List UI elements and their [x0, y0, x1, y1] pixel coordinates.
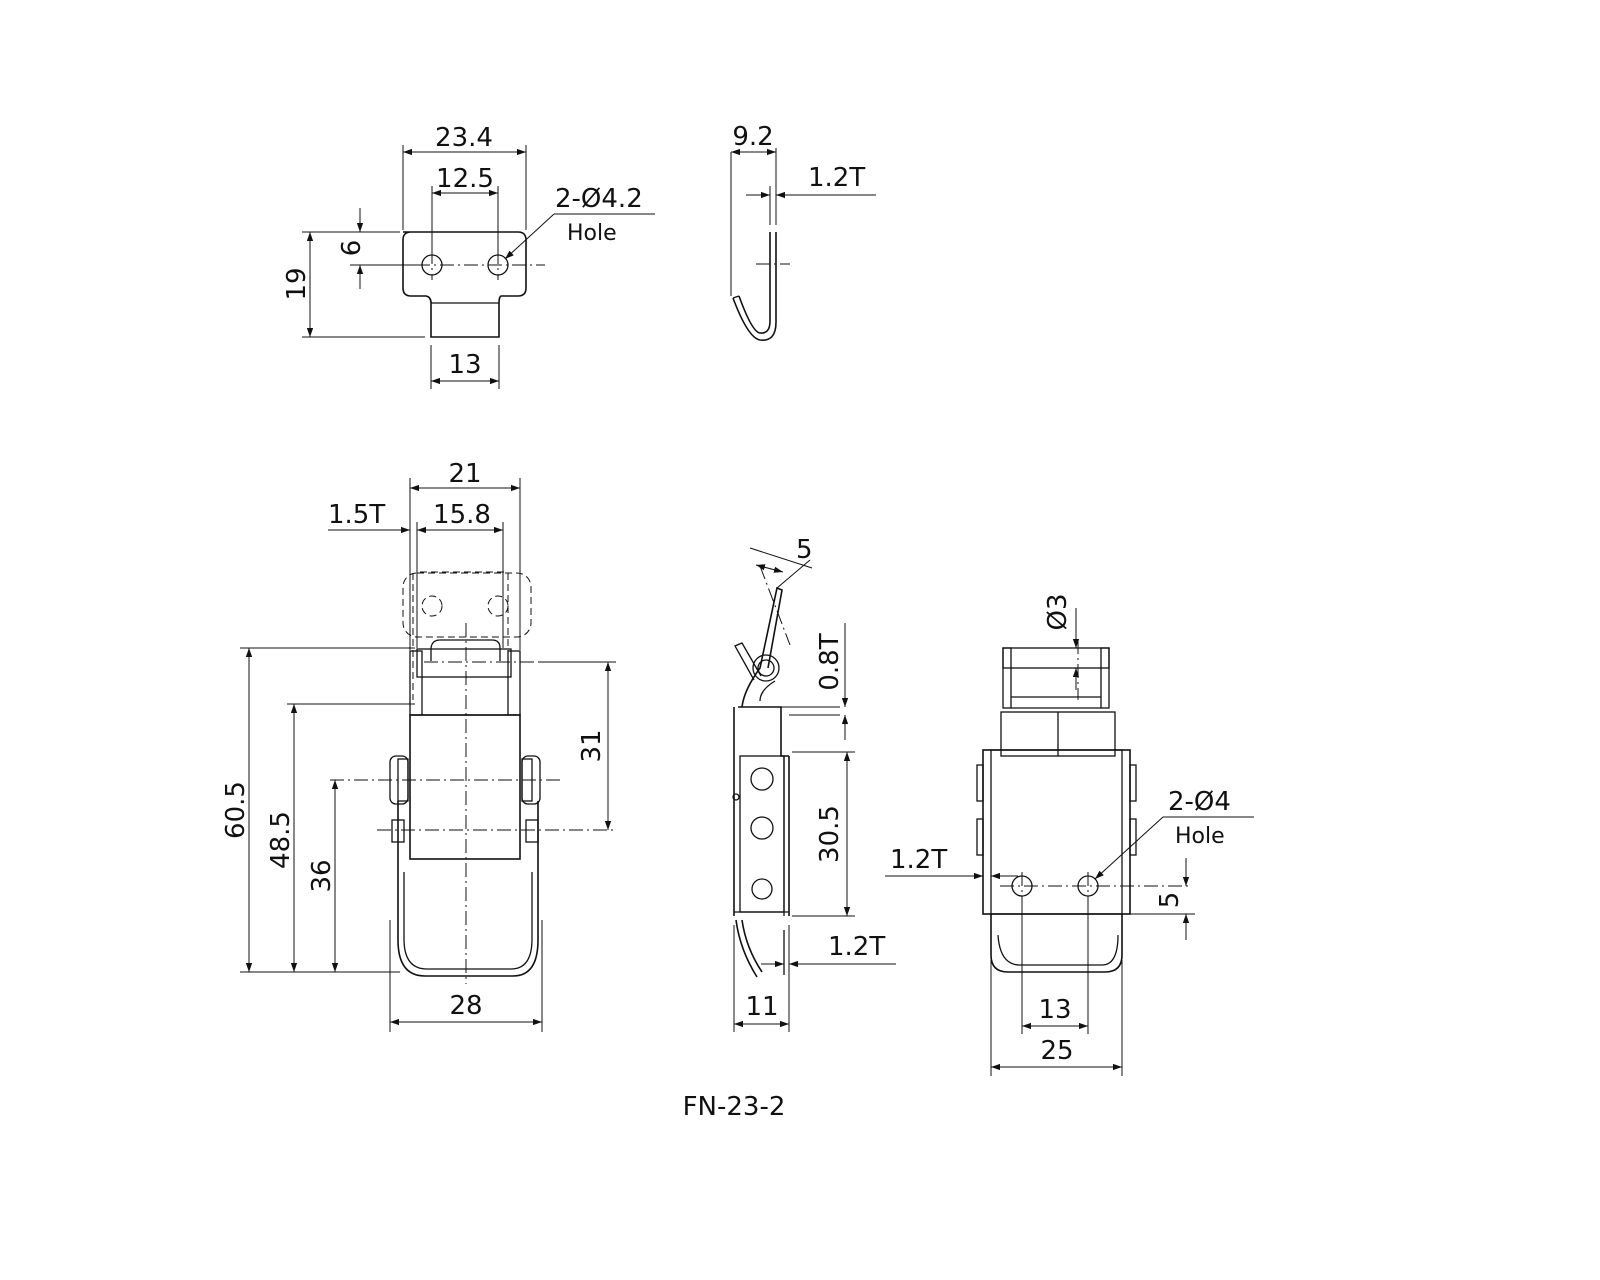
dim-keeper-hole-spacing: 12.5	[436, 164, 494, 194]
dim-front-pivot-to-end: 36	[307, 859, 337, 892]
dim-side-base-thickness: 1.2T	[828, 932, 885, 962]
latch-side-view: 5 0.8T 30.5 1.2T 11	[732, 535, 896, 1032]
dim-keeper-tongue: 13	[448, 350, 481, 380]
dim-side-hook-offset: 5	[796, 535, 813, 565]
dim-back-hole-edge: 5	[1155, 892, 1185, 909]
dim-back-plate-thickness: 1.2T	[890, 845, 947, 875]
front-lever-body	[409, 714, 521, 860]
back-hole-callout: 2-Ø4	[1168, 787, 1231, 817]
dim-front-hinge-to-pivot: 31	[577, 729, 607, 762]
back-hole-word: Hole	[1175, 824, 1225, 849]
dim-keeper-hole-edge: 6	[337, 240, 367, 257]
keeper-hole-word: Hole	[567, 221, 617, 246]
dim-back-pin-diameter: Ø3	[1043, 593, 1073, 630]
keeper-top-view: 23.4 12.5 2-Ø4.2 Hole 6 19 13	[282, 123, 655, 389]
dim-front-base-width: 28	[449, 991, 482, 1021]
front-keeper-outline	[402, 572, 532, 638]
dim-front-overall-length: 60.5	[221, 781, 251, 839]
keeper-side-view: 9.2 1.2T	[730, 122, 876, 341]
back-hinge-pin	[1002, 647, 1110, 669]
latch-front-view: 21 15.8 1.5T 60.5 48.5 36 31 28	[221, 459, 616, 1032]
dim-front-keeper-width: 21	[448, 459, 481, 489]
dim-back-hole-spacing: 13	[1038, 995, 1071, 1025]
dim-keeper-width: 23.4	[435, 123, 493, 153]
side-lever-outline	[738, 706, 789, 757]
dim-front-keeper-inner: 15.8	[433, 500, 491, 530]
dim-keeper-thickness: 1.2T	[808, 163, 865, 193]
dim-front-hinge-to-end: 48.5	[266, 811, 296, 869]
dim-side-base-length: 30.5	[815, 805, 845, 863]
back-base-plate	[982, 749, 1131, 915]
dim-side-depth: 11	[745, 992, 778, 1022]
dim-side-wire-thickness: 0.8T	[815, 633, 845, 690]
model-label: FN-23-2	[683, 1092, 786, 1122]
dim-back-base-width: 25	[1040, 1036, 1073, 1066]
keeper-plate-outline	[402, 231, 527, 338]
dim-front-keeper-thickness: 1.5T	[328, 500, 385, 530]
dim-keeper-height: 19	[282, 267, 312, 300]
latch-back-view: Ø3 2-Ø4 Hole 1.2T 5 13 25	[885, 593, 1254, 1076]
front-base-plate	[397, 801, 539, 977]
keeper-side-profile	[732, 232, 777, 341]
keeper-hole-callout: 2-Ø4.2	[555, 184, 643, 214]
dim-keeper-depth: 9.2	[732, 122, 773, 152]
